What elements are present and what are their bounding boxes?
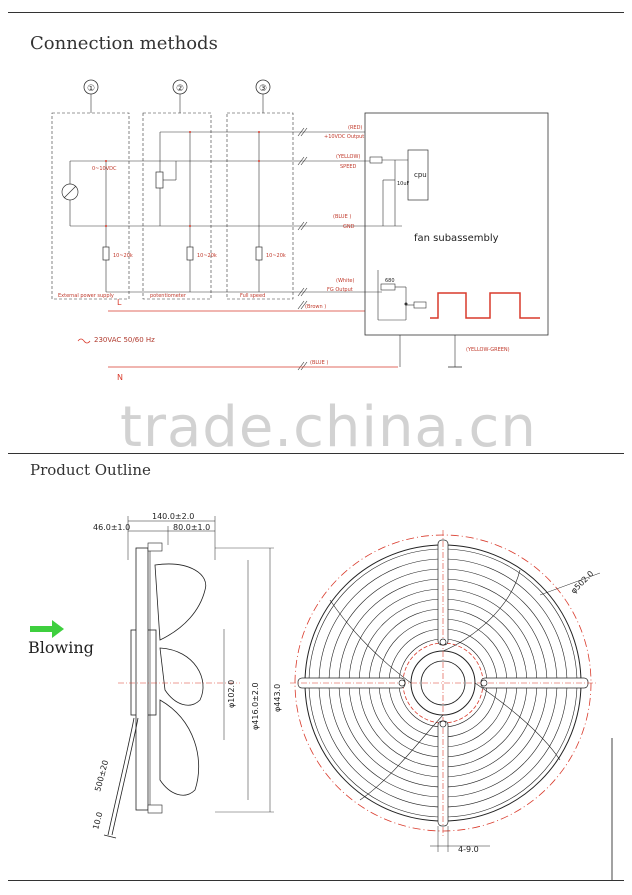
- line-N-label: N: [117, 373, 123, 382]
- option-2-caption: potentiometer: [150, 293, 187, 299]
- option-1-label: ①: [87, 84, 95, 94]
- supply-label: 230VAC 50/60 Hz: [94, 336, 155, 344]
- cap-label: 10uF: [397, 181, 410, 187]
- meter-label: 0~10VDC: [92, 166, 117, 172]
- blowing-arrow-icon: [30, 620, 64, 638]
- circuit-diagram: ① ② ③: [51, 79, 549, 382]
- option-3-box: [226, 112, 294, 300]
- fan-subassembly-label: fan subassembly: [414, 233, 499, 244]
- res-label: 680: [385, 278, 395, 284]
- dim-416: φ416.0±2.0: [251, 682, 260, 730]
- dim-80: 80.0±1.0: [173, 523, 210, 532]
- dim-500: 500±20: [93, 759, 110, 792]
- option-2: ②: [172, 79, 188, 113]
- wire-blue-n-label: (BLUE ): [310, 360, 328, 366]
- resistor-2-label: 10~20k: [197, 253, 217, 259]
- dim-holes: 4-9.0: [458, 845, 479, 854]
- side-view: 140.0±2.0 46.0±1.0 80.0±1.0 φ102.0 φ416.…: [91, 512, 282, 839]
- watermark: trade.china.cn: [120, 395, 537, 460]
- middle-rule: [8, 453, 624, 454]
- ac-wave-icon: [77, 338, 91, 344]
- option-1: ①: [83, 79, 99, 113]
- dim-502: φ502.0: [569, 569, 595, 595]
- potentiometer-icon: [155, 171, 164, 189]
- dim-443: φ443.0: [273, 684, 282, 712]
- dim-140: 140.0±2.0: [152, 512, 194, 521]
- front-view-grille: φ502.0 4-9.0: [290, 530, 613, 880]
- cpu-label: cpu: [414, 171, 427, 179]
- wire-white-label: (White): [336, 278, 354, 284]
- wire-red-label: (RED): [348, 125, 362, 131]
- blowing-label: Blowing: [28, 638, 94, 657]
- wire-blue-gnd-label: (BLUE ): [333, 214, 351, 220]
- wire-red-desc: +10VDC Output: [324, 134, 364, 140]
- wire-brown-label: (Brown ): [305, 304, 326, 310]
- top-rule: [8, 12, 624, 13]
- option-2-box: [142, 112, 212, 300]
- connection-methods-title: Connection methods: [30, 33, 218, 54]
- option-2-label: ②: [176, 84, 184, 94]
- wire-yellow-green-label: (YELLOW-GREEN): [466, 347, 510, 353]
- wire-yellow-label: (YELLOW): [336, 154, 360, 160]
- resistor-1-label: 10~20k: [113, 253, 133, 259]
- line-L-label: L: [117, 298, 122, 307]
- option-1-box: [51, 112, 130, 300]
- dim-46: 46.0±1.0: [93, 523, 130, 532]
- cpu-block: [407, 149, 429, 201]
- fan-subassembly-box: [364, 112, 549, 336]
- dim-10: 10.0: [91, 811, 104, 831]
- resistor-3-label: 10~20k: [266, 253, 286, 259]
- dim-102: φ102.0: [227, 680, 236, 708]
- bottom-rule: [8, 880, 624, 881]
- option-3-caption: Full speed: [240, 293, 265, 299]
- wire-white-desc: FG Output: [327, 287, 353, 293]
- option-1-caption: External power supply: [58, 293, 114, 299]
- wire-yellow-desc: SPEED: [340, 164, 357, 170]
- option-3-label: ③: [259, 84, 267, 94]
- product-outline-title: Product Outline: [30, 461, 151, 479]
- option-3: ③: [255, 79, 271, 113]
- wire-gnd-desc: GND: [343, 224, 355, 230]
- fg-square-wave: [430, 292, 540, 319]
